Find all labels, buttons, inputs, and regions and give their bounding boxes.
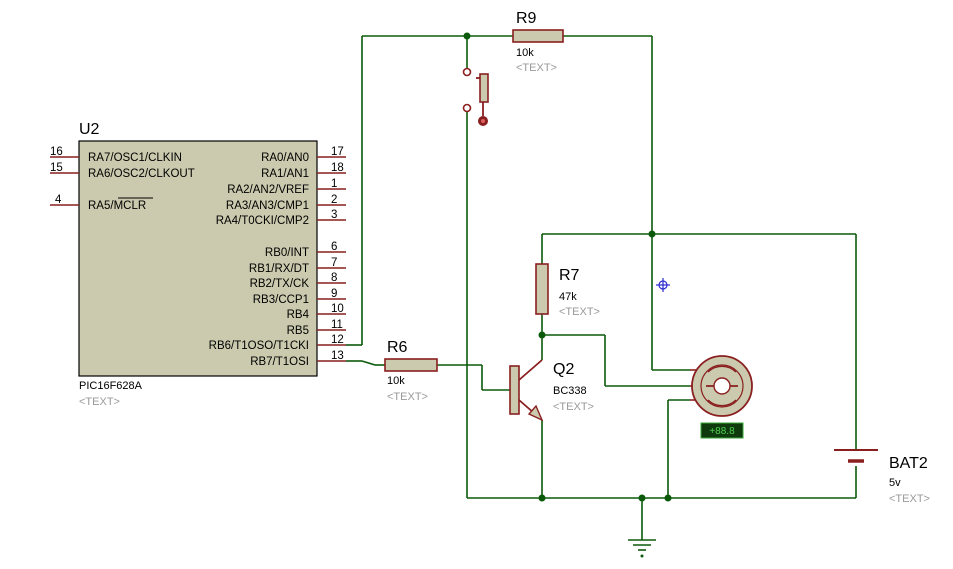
u2-pin-label: RB7/T1OSI [250, 356, 309, 368]
r9-text-placeholder: <TEXT> [516, 62, 557, 74]
servo-motor[interactable]: +88.8 [690, 355, 753, 439]
u2-pin-label: RB3/CCP1 [253, 294, 309, 306]
resistor-r7[interactable]: R7 47k <TEXT> [535, 263, 600, 318]
r6-value-label: 10k [387, 375, 405, 387]
ground-symbol [628, 539, 656, 558]
u2-pin-label: RA2/AN2/VREF [227, 184, 309, 196]
r6-text-placeholder: <TEXT> [387, 391, 428, 403]
q2-ref-label: Q2 [553, 361, 574, 378]
u2-pin-number: 13 [331, 350, 344, 362]
u2-pin-label: RA5/MCLR [88, 200, 146, 212]
servo-angle-readout: +88.8 [709, 426, 735, 437]
u2-pin-number: 7 [331, 257, 337, 269]
cursor-crosshair-icon [656, 278, 670, 292]
u2-pin-number: 11 [331, 319, 343, 331]
r7-value-label: 47k [559, 291, 577, 303]
u2-ref-label: U2 [79, 121, 100, 138]
u2-pin-number: 4 [55, 194, 62, 206]
u2-pin-label: RB6/T1OSO/T1CKI [209, 340, 309, 352]
u2-pin-label: RA7/OSC1/CLKIN [88, 152, 182, 164]
u2-value-label: PIC16F628A [79, 380, 143, 392]
bat2-ref-label: BAT2 [889, 455, 928, 472]
q2-text-placeholder: <TEXT> [553, 401, 594, 413]
r9-value-label: 10k [516, 47, 534, 59]
push-button-switch[interactable] [462, 67, 489, 127]
u2-text-placeholder: <TEXT> [79, 396, 120, 408]
u2-pin-number: 18 [331, 162, 344, 174]
u2-pin-label: RB5 [287, 325, 309, 337]
u2-pin-label: RA4/T0CKI/CMP2 [216, 215, 309, 227]
junctions [463, 32, 672, 502]
resistor-r6[interactable]: R6 10k <TEXT> [384, 339, 438, 403]
u2-pin-number: 15 [50, 162, 63, 174]
u2-pin-number: 2 [331, 194, 337, 206]
battery-bat2[interactable]: BAT2 5v <TEXT> [834, 449, 930, 505]
r7-text-placeholder: <TEXT> [559, 306, 600, 318]
wires [346, 35, 857, 540]
bat2-value-label: 5v [889, 477, 901, 489]
r9-ref-label: R9 [516, 10, 537, 27]
u2-pin-number: 1 [331, 178, 337, 190]
u2-pin-number: 9 [331, 288, 337, 300]
u2-pin-label: RB1/RX/DT [249, 263, 309, 275]
u2-right-pins [317, 156, 346, 362]
r7-ref-label: R7 [559, 267, 580, 284]
u2-pin-label: RA3/AN3/CMP1 [226, 200, 309, 212]
u2-pin-number: 12 [331, 334, 344, 346]
u2-pin-number: 3 [331, 209, 337, 221]
u2-pin-label: RB2/TX/CK [250, 278, 310, 290]
u2-pin-number: 16 [50, 146, 63, 158]
resistor-r9[interactable]: R9 10k <TEXT> [512, 10, 564, 74]
u2-pin-number: 6 [331, 241, 337, 253]
r6-ref-label: R6 [387, 339, 408, 356]
u2-pin-label: RA0/AN0 [261, 152, 309, 164]
u2-pin-label: RA6/OSC2/CLKOUT [88, 168, 195, 180]
u2-pin-number: 10 [331, 303, 344, 315]
u2-pin-label: RB0/INT [265, 247, 309, 259]
bat2-text-placeholder: <TEXT> [889, 493, 930, 505]
u2-pin-label: RA1/AN1 [261, 168, 309, 180]
q2-value-label: BC338 [553, 385, 587, 397]
transistor-q2[interactable]: Q2 BC338 <TEXT> [509, 359, 594, 422]
u2-pin-number: 8 [331, 272, 337, 284]
u2-pin-label: RB4 [287, 309, 310, 321]
u2-pin-number: 17 [331, 146, 344, 158]
microcontroller-u2[interactable]: U2 PIC16F628A <TEXT> 16 15 4 RA7/OSC1/CL… [50, 121, 346, 408]
